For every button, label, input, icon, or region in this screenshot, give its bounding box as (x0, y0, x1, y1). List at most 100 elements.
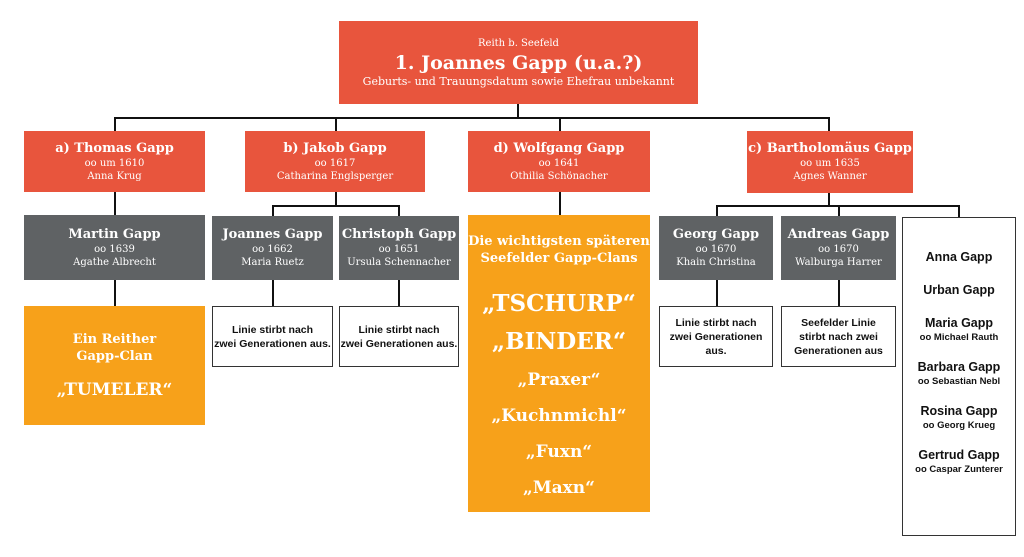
grandchild-box-martin: Martin Gapp oo 1639 Agathe Albrecht (24, 215, 205, 280)
connector-child-a (114, 117, 116, 131)
root-person-box: Reith b. Seefeld 1. Joannes Gapp (u.a.?)… (339, 21, 698, 104)
connector-jakob-bar (272, 205, 400, 207)
child-name: a) Thomas Gapp (55, 140, 174, 156)
child-marriage: oo um 1635 (800, 158, 860, 169)
sibling-name: Gertrud Gapp (918, 448, 1000, 462)
note-joannes: Linie stirbt nach zwei Generationen aus. (212, 306, 333, 367)
root-place: Reith b. Seefeld (478, 37, 559, 49)
grandchild-spouse: Agathe Albrecht (73, 256, 156, 268)
grandchild-box-georg: Georg Gapp oo 1670 Khain Christina (659, 216, 773, 280)
sibling-entry: Rosina Gapp oo Georg Krueg (920, 404, 997, 432)
note-line: stirbt nach zwei (799, 330, 878, 343)
connector-wolfgang-clans (559, 192, 561, 215)
child-name: b) Jakob Gapp (283, 140, 387, 156)
grandchild-spouse: Walburga Harrer (795, 257, 882, 268)
seefelder-clans-line1: Die wichtigsten späteren (468, 234, 650, 249)
grandchild-marriage: oo 1670 (695, 244, 737, 255)
grandchild-name: Christoph Gapp (341, 227, 457, 242)
connector-bartholomaeus-siblings (958, 205, 960, 217)
sibling-entry: Maria Gapp oo Michael Rauth (920, 316, 999, 344)
reither-clan-line2: Gapp-Clan (76, 348, 153, 364)
child-name: c) Bartholomäus Gapp (748, 141, 912, 156)
connector-jakob-down (335, 192, 337, 206)
connector-bartholomaeus-andreas (838, 205, 840, 216)
connector-child-d (559, 117, 561, 131)
grandchild-spouse: Ursula Schennacher (347, 257, 451, 268)
sibling-entry: Urban Gapp (923, 283, 995, 298)
sibling-spouse: oo Michael Rauth (919, 332, 999, 343)
sibling-spouse: oo Georg Krueg (922, 420, 996, 431)
clan-name-maxn: „Maxn“ (523, 478, 595, 498)
child-spouse: Anna Krug (87, 170, 142, 182)
reither-clan-name: „TUMELER“ (56, 379, 173, 400)
child-spouse: Othilia Schönacher (510, 170, 608, 182)
connector-jakob-joannes (272, 205, 274, 216)
grandchild-box-andreas: Andreas Gapp oo 1670 Walburga Harrer (781, 216, 896, 280)
note-line: Linie stirbt nach (675, 316, 757, 329)
reither-clan-box: Ein Reither Gapp-Clan „TUMELER“ (24, 306, 205, 425)
clan-name-tschurp: „TSCHURP“ (482, 290, 636, 317)
sibling-name: Barbara Gapp (917, 360, 1001, 374)
child-spouse: Agnes Wanner (793, 171, 867, 182)
note-line: Linie stirbt nach (358, 323, 440, 336)
clan-name-binder: „BINDER“ (491, 328, 627, 355)
grandchild-marriage: oo 1662 (252, 244, 293, 255)
reither-clan-line1: Ein Reither (72, 331, 157, 347)
siblings-box: Anna Gapp Urban Gapp Maria Gapp oo Micha… (902, 217, 1016, 536)
grandchild-name: Andreas Gapp (787, 227, 890, 242)
grandchild-box-joannes: Joannes Gapp oo 1662 Maria Ruetz (212, 216, 333, 280)
sibling-name: Rosina Gapp (920, 404, 998, 418)
connector-joannes-note (272, 280, 274, 306)
root-note: Geburts- und Trauungsdatum sowie Ehefrau… (362, 74, 675, 88)
clan-name-praxer: „Praxer“ (517, 370, 601, 390)
root-name: 1. Joannes Gapp (u.a.?) (394, 51, 643, 74)
connector-christoph-note (398, 280, 400, 306)
note-georg: Linie stirbt nach zwei Generationen aus. (659, 306, 773, 367)
note-andreas: Seefelder Linie stirbt nach zwei Generat… (781, 306, 896, 367)
child-marriage: oo 1617 (314, 157, 356, 169)
seefelder-clans-box: Die wichtigsten späteren Seefelder Gapp-… (468, 215, 650, 512)
note-line: zwei Generationen aus. (214, 337, 331, 350)
child-box-wolfgang: d) Wolfgang Gapp oo 1641 Othilia Schönac… (468, 131, 650, 192)
sibling-entry: Anna Gapp (926, 250, 993, 265)
sibling-name: Anna Gapp (925, 250, 993, 264)
child-name: d) Wolfgang Gapp (493, 140, 625, 156)
sibling-name: Maria Gapp (924, 316, 994, 330)
note-line: zwei Generationen aus. (340, 337, 458, 350)
connector-children-bar (114, 117, 830, 119)
grandchild-spouse: Maria Ruetz (241, 257, 304, 268)
grandchild-name: Georg Gapp (672, 227, 760, 242)
child-marriage: oo um 1610 (84, 157, 145, 169)
connector-andreas-note (838, 280, 840, 306)
connector-child-b (335, 117, 337, 131)
connector-georg-note (716, 280, 718, 306)
sibling-spouse: oo Caspar Zunterer (915, 464, 1003, 475)
grandchild-name: Joannes Gapp (222, 227, 323, 242)
grandchild-marriage: oo 1670 (818, 244, 859, 255)
connector-martin-clan (114, 280, 116, 306)
grandchild-spouse: Khain Christina (676, 257, 756, 268)
grandchild-name: Martin Gapp (68, 226, 161, 242)
connector-jakob-christoph (398, 205, 400, 216)
connector-bartholomaeus-down (828, 193, 830, 206)
grandchild-marriage: oo 1639 (94, 243, 135, 255)
sibling-spouse: oo Sebastian Nebl (917, 376, 1001, 387)
clan-name-kuchnmichl: „Kuchnmichl“ (491, 406, 627, 426)
note-line: zwei Generationen aus. (669, 330, 763, 357)
child-box-thomas: a) Thomas Gapp oo um 1610 Anna Krug (24, 131, 205, 192)
grandchild-marriage: oo 1651 (378, 244, 420, 255)
connector-thomas-martin (114, 192, 116, 215)
grandchild-box-christoph: Christoph Gapp oo 1651 Ursula Schennache… (339, 216, 459, 280)
connector-child-c (828, 117, 830, 131)
sibling-name: Urban Gapp (923, 283, 995, 297)
child-spouse: Catharina Englsperger (276, 170, 394, 182)
clan-name-fuxn: „Fuxn“ (525, 442, 593, 462)
child-box-jakob: b) Jakob Gapp oo 1617 Catharina Englsper… (245, 131, 425, 192)
note-line: Seefelder Linie (801, 316, 876, 329)
sibling-entry: Barbara Gapp oo Sebastian Nebl (918, 360, 1001, 388)
child-box-bartholomaeus: c) Bartholomäus Gapp oo um 1635 Agnes Wa… (747, 131, 913, 193)
child-marriage: oo 1641 (538, 157, 580, 169)
connector-root-down (517, 104, 519, 118)
note-line: Linie stirbt nach (231, 323, 314, 336)
note-christoph: Linie stirbt nach zwei Generationen aus. (339, 306, 459, 367)
